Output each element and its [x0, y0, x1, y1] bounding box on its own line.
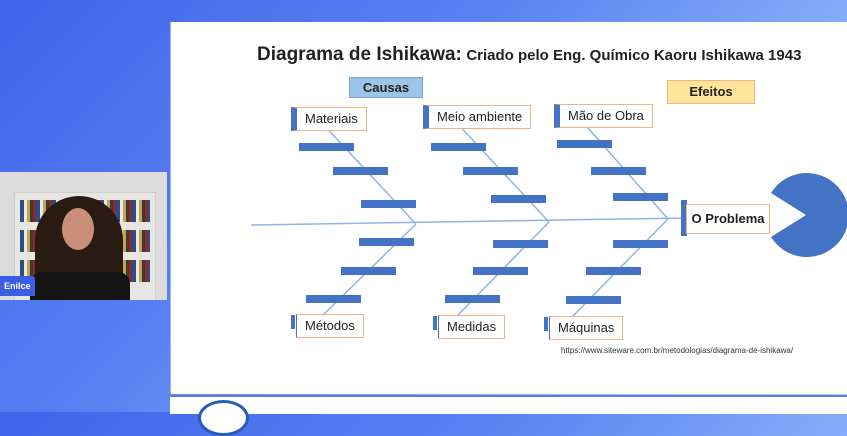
cause-bar: [306, 295, 361, 303]
cause-bar: [463, 167, 518, 175]
category-mao-de-obra: Mão de Obra: [554, 104, 653, 128]
category-meio-ambiente: Meio ambiente: [423, 105, 532, 129]
cause-bar: [613, 193, 668, 201]
cause-bar: [613, 240, 668, 248]
cause-bar: [591, 167, 646, 175]
category-maquinas: Máquinas: [543, 316, 624, 340]
institution-logo: [198, 400, 249, 436]
fishbone-diagram: [250, 119, 847, 319]
participant-name: Enilce: [0, 276, 35, 296]
source-url: https://www.siteware.com.br/metodologias…: [561, 346, 794, 355]
slide-title: Diagrama de Ishikawa: Criado pelo Eng. Q…: [257, 44, 801, 66]
participant-body: [30, 272, 130, 300]
problem-bar: [681, 200, 687, 236]
cause-bar: [491, 195, 546, 203]
next-slide-strip: [170, 395, 847, 436]
participant-face: [62, 208, 94, 250]
title-sub: Criado pelo Eng. Químico Kaoru Ishikawa …: [466, 47, 802, 64]
cause-bar: [445, 295, 500, 303]
category-materiais: Materiais: [291, 107, 367, 131]
effects-label: Efeitos: [667, 80, 755, 104]
causes-label: Causas: [349, 77, 423, 98]
cause-bar: [361, 200, 416, 208]
shared-slide: Diagrama de Ishikawa: Criado pelo Eng. Q…: [170, 22, 847, 394]
spine: [250, 217, 687, 226]
cause-bar: [341, 267, 396, 275]
category-metodos: Métodos: [291, 314, 364, 338]
cause-bar: [473, 267, 528, 275]
cause-bar: [586, 267, 641, 275]
cause-bar: [333, 167, 388, 175]
cause-bar: [359, 238, 414, 246]
problem-box: O Problema: [686, 204, 770, 234]
cause-bar: [299, 143, 354, 151]
participant-video-tile[interactable]: [0, 172, 167, 300]
cause-bar: [566, 296, 621, 304]
cause-bar: [431, 143, 486, 151]
cause-bar: [493, 240, 548, 248]
title-main: Diagrama de Ishikawa:: [257, 44, 462, 65]
category-medidas: Medidas: [432, 315, 506, 339]
cause-bar: [557, 140, 612, 148]
fish-head-pacman: [771, 173, 847, 257]
